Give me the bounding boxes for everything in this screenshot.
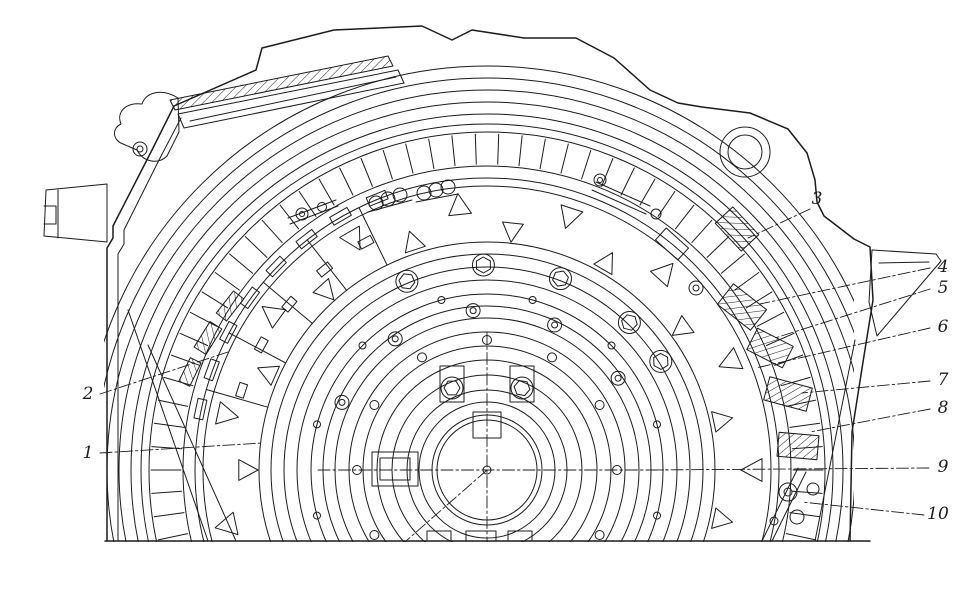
left-bracket-notch xyxy=(43,205,57,225)
leader-line-2 xyxy=(99,351,229,395)
callout-label-1: 1 xyxy=(83,443,94,463)
callout-label-6: 6 xyxy=(938,317,949,337)
leader-line-5 xyxy=(774,288,931,339)
base-lug-right xyxy=(507,530,533,542)
lower-right-rivet xyxy=(806,482,820,496)
triangular-windows xyxy=(214,193,763,536)
callout-label-2: 2 xyxy=(82,384,94,404)
leader-line-6 xyxy=(755,327,931,369)
top-right-boss-outer xyxy=(719,126,771,178)
housing-outline xyxy=(43,25,942,542)
lower-right-bolt xyxy=(778,482,798,502)
lower-right-rib xyxy=(761,467,799,542)
gusset-rib xyxy=(878,261,930,264)
housing-silhouette xyxy=(106,25,874,542)
coil-spring-1 xyxy=(380,191,396,207)
left-wedge xyxy=(178,357,202,387)
coil-spring-1 xyxy=(392,187,408,203)
leader-line-8 xyxy=(809,408,931,433)
callouts: 1 2 3 4 5 6 7 8 9 10 xyxy=(82,189,949,524)
side-block xyxy=(371,451,419,487)
top-strip-lower xyxy=(177,69,405,129)
coil-spring-2 xyxy=(428,182,444,198)
lower-right-rivet xyxy=(789,509,805,525)
spring-seat-2 xyxy=(415,193,459,203)
top-hatched-strip xyxy=(169,55,394,111)
hatched-block xyxy=(776,431,820,461)
callout-label-7: 7 xyxy=(938,370,949,390)
top-strip-rib xyxy=(189,76,397,122)
side-block-inner xyxy=(379,457,411,481)
leader-line-3 xyxy=(747,208,811,239)
top-right-boss xyxy=(727,134,763,170)
leader-line-1 xyxy=(99,442,263,454)
hatched-block xyxy=(763,376,813,412)
release-lever-pivot-center xyxy=(597,177,603,183)
hatched-block xyxy=(716,283,768,331)
bolts-and-rivets xyxy=(313,253,673,540)
callout-label-9: 9 xyxy=(938,457,949,477)
right-gusset xyxy=(868,249,942,337)
coil-spring-2 xyxy=(440,179,456,195)
lower-right-rib xyxy=(771,471,807,542)
diagonal-centerline xyxy=(404,469,488,542)
release-lever-arm xyxy=(591,189,647,215)
release-lever-pivot xyxy=(593,173,607,187)
left-bracket xyxy=(43,183,108,243)
callout-label-4: 4 xyxy=(937,257,949,277)
hook-pivot xyxy=(132,141,148,157)
callout-label-8: 8 xyxy=(938,398,949,418)
leader-line-4 xyxy=(759,267,931,305)
leader-line-9 xyxy=(647,467,930,471)
left-slant-rib-2 xyxy=(147,344,237,542)
lever-rivet xyxy=(688,280,704,296)
release-lever-roller xyxy=(650,208,662,220)
left-pawl-arm xyxy=(287,199,337,219)
callout-label-5: 5 xyxy=(938,278,949,298)
right-inner-wall xyxy=(814,339,856,542)
centerlines xyxy=(317,331,669,542)
housing-inner-wall xyxy=(117,117,182,542)
left-wedge xyxy=(215,290,245,322)
spring-and-lever-details xyxy=(178,173,820,542)
release-lever-arm xyxy=(595,181,651,207)
base-lug-center xyxy=(465,530,497,542)
left-pawl-arm xyxy=(289,205,339,225)
cross-hatched-blocks xyxy=(714,206,820,461)
hook-pivot-center xyxy=(136,145,144,153)
callout-label-3: 3 xyxy=(812,189,823,209)
left-wedge xyxy=(193,321,223,355)
hatched-block xyxy=(714,206,760,252)
lever-pad xyxy=(654,227,690,261)
base-lug-left xyxy=(426,530,452,542)
leader-line-10 xyxy=(801,501,925,516)
spring-seat-1 xyxy=(367,199,413,213)
release-hook xyxy=(114,91,180,162)
callout-label-10: 10 xyxy=(927,504,949,524)
hub-slot-left xyxy=(439,365,465,403)
leader-line-7 xyxy=(801,380,931,394)
hub-slot-right xyxy=(509,365,535,403)
lever-rivet-center xyxy=(692,284,700,292)
hatched-block xyxy=(746,327,794,369)
